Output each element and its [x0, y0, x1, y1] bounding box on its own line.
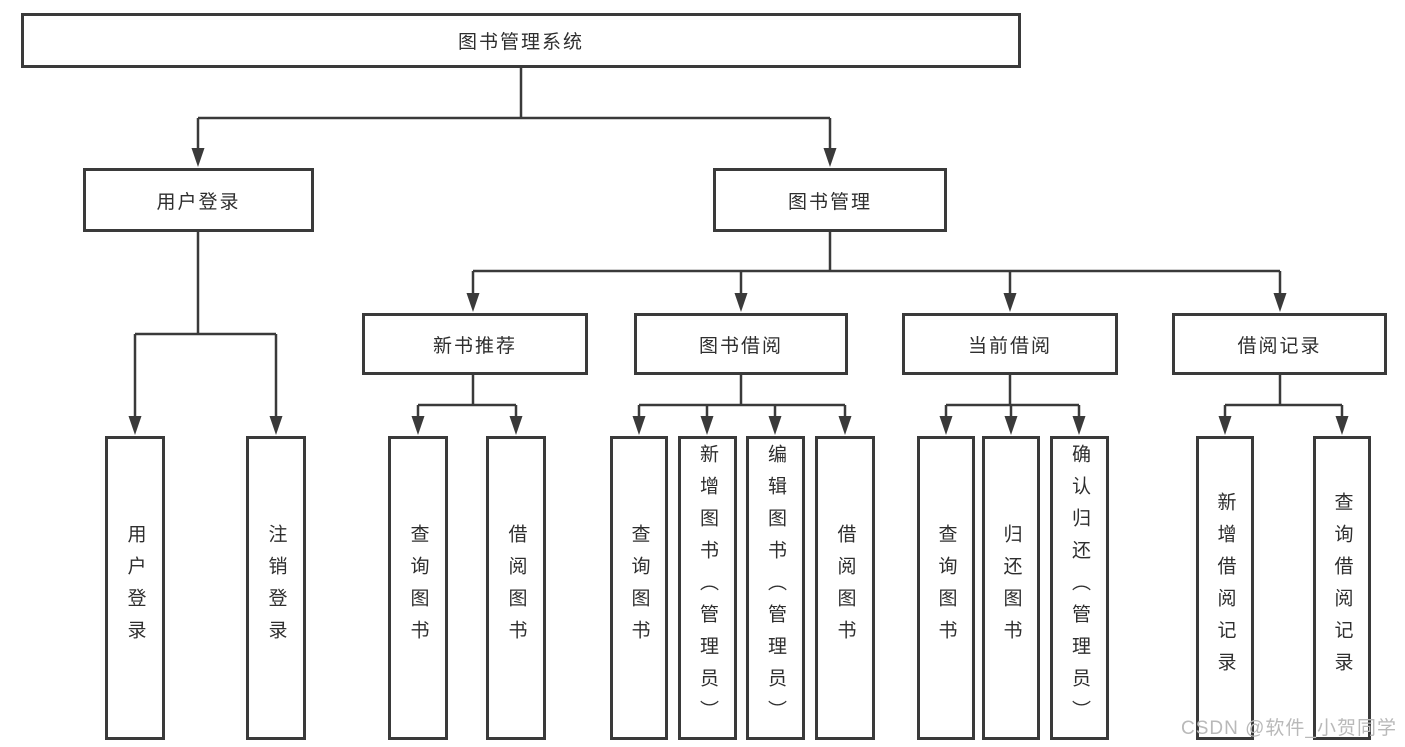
csdn-watermark: CSDN @软件_小贺同学 — [1181, 718, 1397, 739]
node-user-login: 用户登录 — [83, 168, 314, 232]
leaf-add-borrow-record: 新增借阅记录 — [1196, 436, 1254, 740]
leaf-return-books: 归还图书 — [982, 436, 1040, 740]
node-book-borrowing: 图书借阅 — [634, 313, 848, 375]
arrowheads — [128, 148, 1349, 435]
leaf-borrow-books: 借阅图书 — [486, 436, 546, 740]
leaf-confirm-return-admin: 确认归还（管理员） — [1050, 436, 1109, 740]
leaf-borrow-books-2: 借阅图书 — [815, 436, 875, 740]
node-library-management-system: 图书管理系统 — [21, 13, 1021, 68]
node-current-borrowing: 当前借阅 — [902, 313, 1118, 375]
leaf-logout: 注销登录 — [246, 436, 306, 740]
node-borrowing-records: 借阅记录 — [1172, 313, 1387, 375]
leaf-edit-book-admin: 编辑图书（管理员） — [746, 436, 805, 740]
leaf-add-book-admin: 新增图书（管理员） — [678, 436, 737, 740]
leaf-query-books-2: 查询图书 — [610, 436, 668, 740]
node-new-book-recommend: 新书推荐 — [362, 313, 588, 375]
leaf-query-borrow-record: 查询借阅记录 — [1313, 436, 1371, 740]
leaf-query-books: 查询图书 — [388, 436, 448, 740]
leaf-user-login: 用户登录 — [105, 436, 165, 740]
leaf-query-books-3: 查询图书 — [917, 436, 975, 740]
node-book-management: 图书管理 — [713, 168, 947, 232]
